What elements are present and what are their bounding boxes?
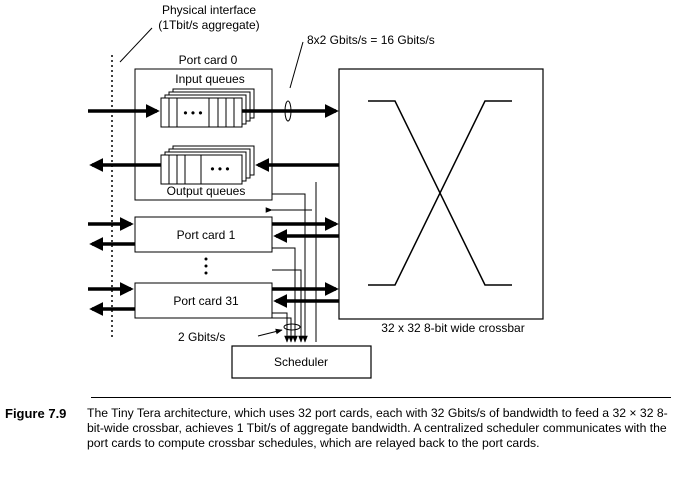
scheduler-link-label: 2 Gbits/s — [178, 330, 225, 344]
caption-text: The Tiny Tera architecture, which uses 3… — [87, 406, 668, 450]
bandwidth-pointer — [289, 41, 304, 89]
input-queue-stack: • • • — [160, 88, 255, 128]
port-card-31-box — [134, 282, 273, 319]
port-card-0-box — [134, 68, 273, 201]
figure-caption: Figure 7.9 The Tiny Tera architecture, w… — [5, 406, 671, 451]
port-card-1-box — [134, 216, 273, 253]
scheduler-link-ellipse — [283, 323, 301, 331]
input-queue-ellipsis: • • • — [183, 106, 202, 120]
output-queue-ellipsis: • • • — [210, 162, 229, 176]
crossbar-label: 32 x 32 8-bit wide crossbar — [381, 321, 524, 335]
scheduler-label: Scheduler — [274, 355, 328, 369]
figure-number: Figure 7.9 — [5, 406, 67, 421]
crossbar-path-b — [368, 100, 512, 286]
vertical-ellipsis — [204, 257, 208, 275]
bandwidth-link-ellipse — [284, 100, 292, 122]
output-queue-stack: • • • — [160, 145, 255, 185]
physical-interface-label: Physical interface — [162, 3, 256, 17]
port-card-0-label: Port card 0 — [179, 53, 238, 67]
input-queues-label: Input queues — [175, 72, 244, 86]
physical-interface-pointer — [119, 27, 153, 63]
scheduler-box — [231, 345, 372, 379]
port-card-31-label: Port card 31 — [173, 294, 239, 308]
tiny-tera-diagram: Physical interface (1Tbit/s aggregate) 8… — [88, 3, 544, 379]
scheduler-control-lines — [265, 182, 317, 343]
caption-rule — [91, 397, 671, 398]
scheduler-link-pointer — [257, 328, 283, 337]
bandwidth-label: 8x2 Gbits/s = 16 Gbits/s — [307, 33, 435, 47]
output-queues-label: Output queues — [167, 184, 246, 198]
port-card-1-label: Port card 1 — [177, 228, 236, 242]
physical-interface-aggregate-label: (1Tbit/s aggregate) — [158, 18, 259, 32]
